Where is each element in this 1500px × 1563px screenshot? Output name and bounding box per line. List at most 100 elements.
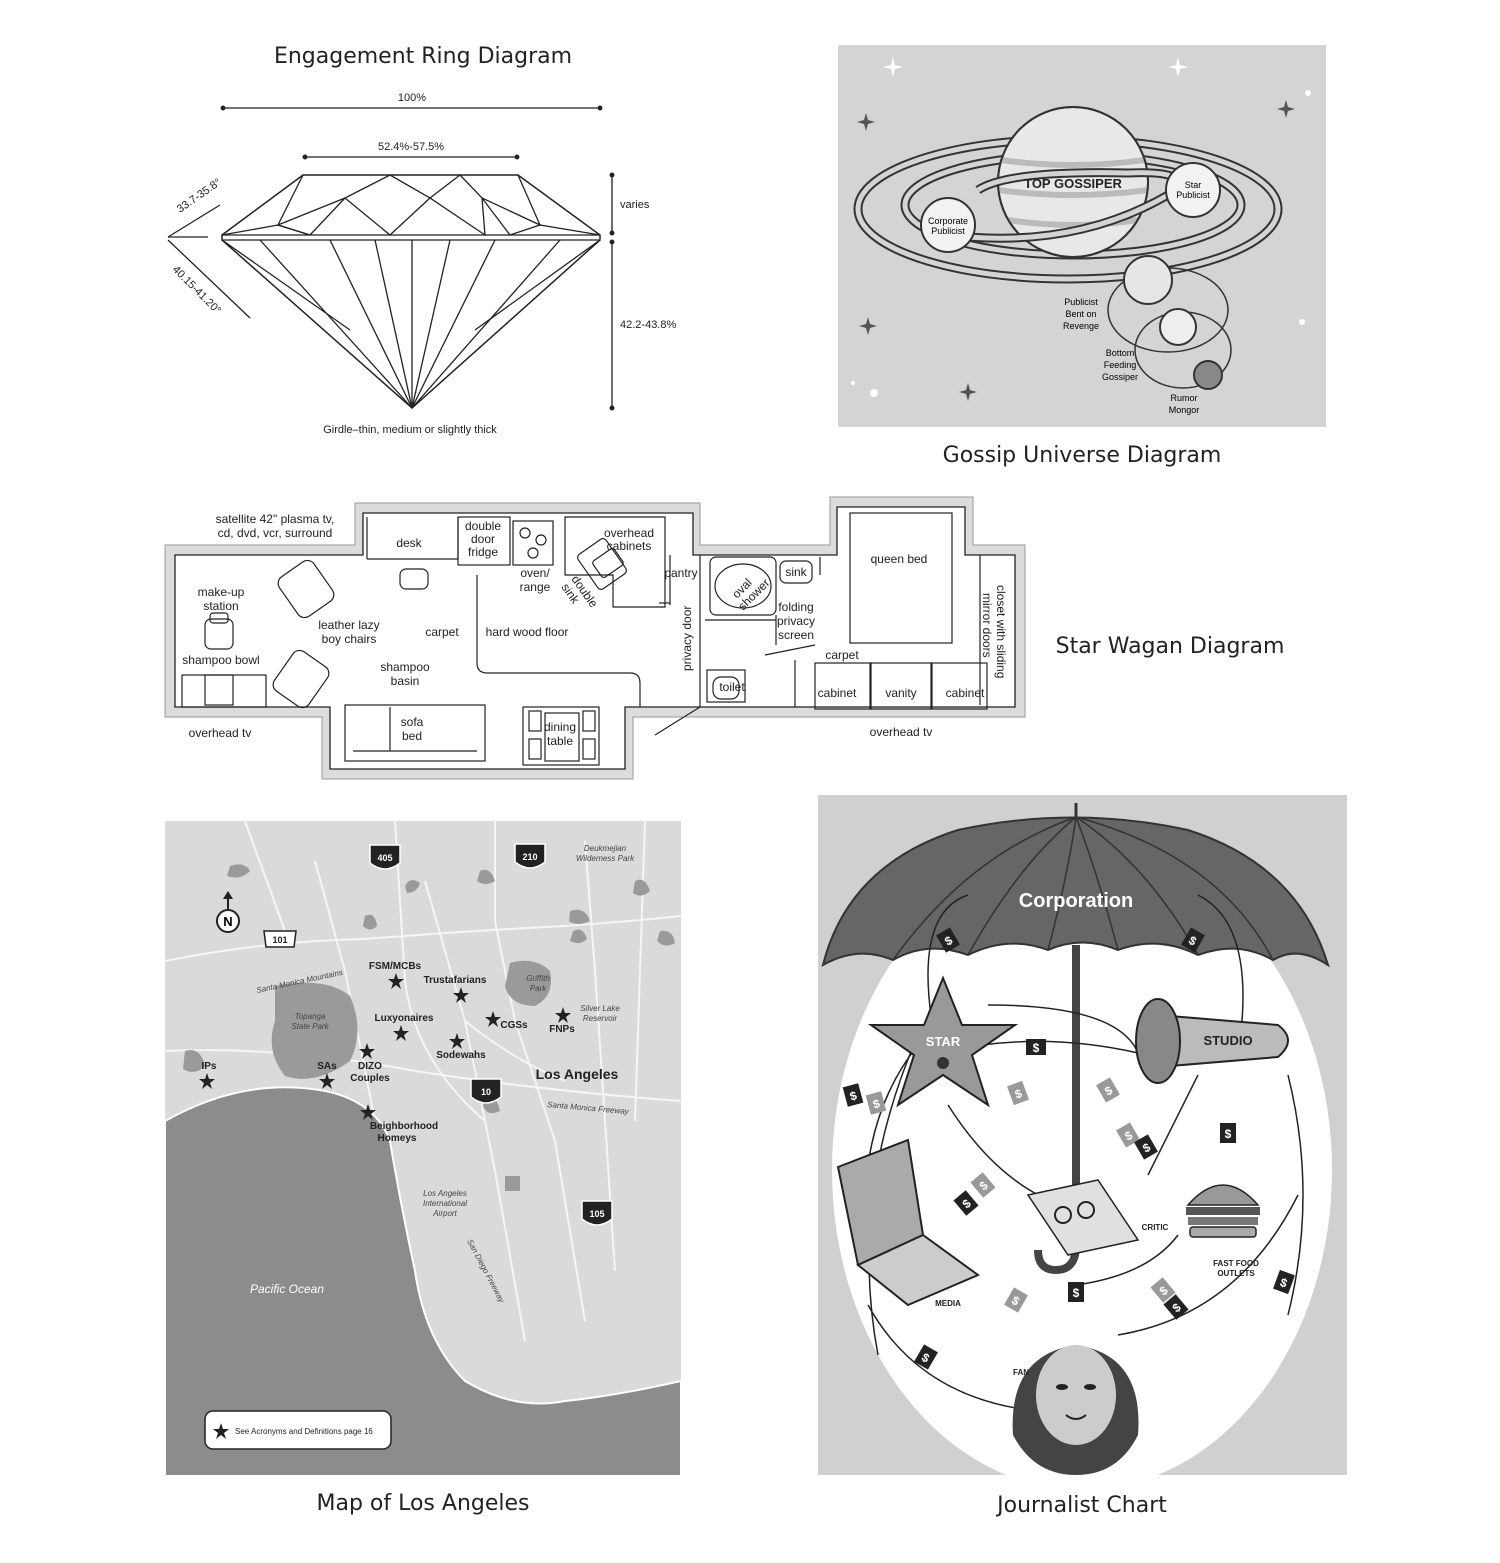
oven-line2: range xyxy=(520,580,551,594)
shampoo-basin-line2: basin xyxy=(391,674,420,688)
gossip-universe-diagram: TOP GOSSIPER Star Publicist Corporate Pu… xyxy=(838,45,1326,427)
map-star-icons xyxy=(199,973,571,1120)
closet-line2: mirror doors xyxy=(980,593,994,658)
sparkle-icon xyxy=(851,57,1311,397)
money-tags: $ $ $ $ $ $ $ $ $ $ $ $ $ $ $ $ $ $ xyxy=(842,927,1295,1370)
fast-food-line1: FAST FOOD xyxy=(1213,1259,1259,1268)
sodewahs-label: Sodewahs xyxy=(436,1050,486,1061)
cabinet-right-label: cabinet xyxy=(946,686,985,700)
ring-width-label: 100% xyxy=(398,92,426,104)
megaphone-icon xyxy=(1157,1013,1289,1069)
rumor-line2: Mongor xyxy=(1169,405,1200,415)
ips-label: IPs xyxy=(201,1061,216,1072)
dizo-line1: DIZO xyxy=(358,1061,382,1072)
ring-pavilion-angle: 40.15-41.20° xyxy=(170,264,223,317)
fan-label: FAN xyxy=(1013,1368,1029,1377)
sofa-bed-line2: bed xyxy=(402,729,422,743)
cabinet-left-label: cabinet xyxy=(818,686,857,700)
luxy-label: Luxyonaires xyxy=(375,1013,434,1024)
ring-pavilion-depth: 42.2-43.8% xyxy=(620,319,676,331)
fridge-line1: double xyxy=(465,519,501,533)
journalist-chart: Corporation STAR STUDIO MEDIA CRITIC xyxy=(818,795,1347,1475)
privacy-door-label: privacy door xyxy=(680,606,694,671)
dining-line2: table xyxy=(547,734,573,748)
cabinets-line2: cabinets xyxy=(607,539,652,553)
fan-portrait-icon xyxy=(1012,1345,1139,1475)
journalist-title: Journalist Chart xyxy=(997,1493,1167,1518)
trust-label: Trustafarians xyxy=(424,975,487,986)
ring-table-label: 52.4%-57.5% xyxy=(378,141,444,153)
fridge-line2: door xyxy=(471,532,495,546)
north-label: N xyxy=(223,914,232,929)
topanga-line1: Topanga xyxy=(295,1012,326,1021)
cabinets-line1: overhead xyxy=(604,526,654,540)
shield-405: 405 xyxy=(377,853,392,863)
laptop-icon xyxy=(836,1138,981,1307)
corporate-publicist-line2: Publicist xyxy=(931,226,965,236)
legend-star-icon xyxy=(213,1423,229,1439)
lazy-boy-line2: boy chairs xyxy=(322,632,377,646)
wagon-title: Star Wagan Diagram xyxy=(1055,634,1285,659)
star-label: STAR xyxy=(926,1034,961,1049)
los-angeles-map: 405 210 101 10 105 N Deukmejian Wilderne… xyxy=(165,821,681,1476)
shield-210: 210 xyxy=(522,852,537,862)
pantry-label: pantry xyxy=(664,566,697,580)
folding-line3: screen xyxy=(778,628,814,642)
sofa-bed-line1: sofa xyxy=(401,715,424,729)
gossip-title: Gossip Universe Diagram xyxy=(942,443,1222,468)
dizo-line2: Couples xyxy=(350,1073,390,1084)
shield-10: 10 xyxy=(481,1087,491,1097)
silver-lake-line1: Silver Lake xyxy=(580,1004,620,1013)
pacific-label: Pacific Ocean xyxy=(250,1282,324,1296)
shampoo-bowl-label: shampoo bowl xyxy=(182,653,259,667)
bottom-feeding-line2: Feeding xyxy=(1104,360,1137,370)
money-tag: $ xyxy=(1013,1086,1024,1102)
north-arrow-icon: N xyxy=(216,891,240,933)
satellite-line1: satellite 42" plasma tv, xyxy=(216,512,335,526)
dining-line1: dining xyxy=(544,720,576,734)
desk-label: desk xyxy=(396,536,422,550)
ring-title: Engagement Ring Diagram xyxy=(273,44,573,69)
shield-101: 101 xyxy=(272,935,287,945)
studio-label: STUDIO xyxy=(1203,1033,1252,1048)
shampoo-basin-line1: shampoo xyxy=(380,660,430,674)
legend-text: See Acronyms and Definitions page 16 xyxy=(235,1427,373,1436)
ring-girdle-note: Girdle–thin, medium or slightly thick xyxy=(323,424,497,436)
ring-girdle-height: varies xyxy=(620,199,650,211)
lazy-boy-line1: leather lazy xyxy=(318,618,379,632)
folding-line1: folding xyxy=(778,600,813,614)
top-gossiper-label: TOP GOSSIPER xyxy=(1024,176,1122,191)
newspaper-icon xyxy=(1026,1179,1140,1256)
revenge-line1: Publicist xyxy=(1064,297,1098,307)
star-publicist-line2: Publicist xyxy=(1176,190,1210,200)
burger-icon xyxy=(1186,1184,1260,1238)
cgs-label: CGSs xyxy=(500,1020,528,1031)
corporate-publicist-line1: Corporate xyxy=(928,216,968,226)
folding-line2: privacy xyxy=(777,614,815,628)
money-tag: $ xyxy=(1073,1286,1080,1300)
revenge-line2: Bent on xyxy=(1065,309,1096,319)
griffith-line1: Griffith xyxy=(526,974,550,983)
satellite-line2: cd, dvd, vcr, surround xyxy=(218,526,333,540)
highway-shields: 405 210 101 10 105 xyxy=(263,843,613,1226)
hardwood-label: hard wood floor xyxy=(486,625,569,639)
money-tag: $ xyxy=(1278,1275,1289,1291)
closet-line1: closet with sliding xyxy=(994,585,1008,678)
makeup-line2: station xyxy=(203,599,238,613)
beighborhood-line1: Beighborhood xyxy=(370,1121,438,1132)
deukmejian-line1: Deukmejian xyxy=(584,844,627,853)
corporation-label: Corporation xyxy=(1019,890,1133,912)
shield-105: 105 xyxy=(589,1209,604,1219)
carpet-label: carpet xyxy=(425,625,459,639)
sas-label: SAs xyxy=(317,1061,337,1072)
deukmejian-line2: Wilderness Park xyxy=(576,854,635,863)
lax-line3: Airport xyxy=(432,1209,457,1218)
star-icon xyxy=(867,975,1019,1108)
overhead-tv-left: overhead tv xyxy=(189,726,252,740)
makeup-line1: make-up xyxy=(198,585,245,599)
rumor-line1: Rumor xyxy=(1170,393,1197,403)
fnps-label: FNPs xyxy=(549,1024,575,1035)
griffith-line2: Park xyxy=(530,984,547,993)
money-tag: $ xyxy=(1225,1127,1232,1141)
sink-label: sink xyxy=(785,565,807,579)
